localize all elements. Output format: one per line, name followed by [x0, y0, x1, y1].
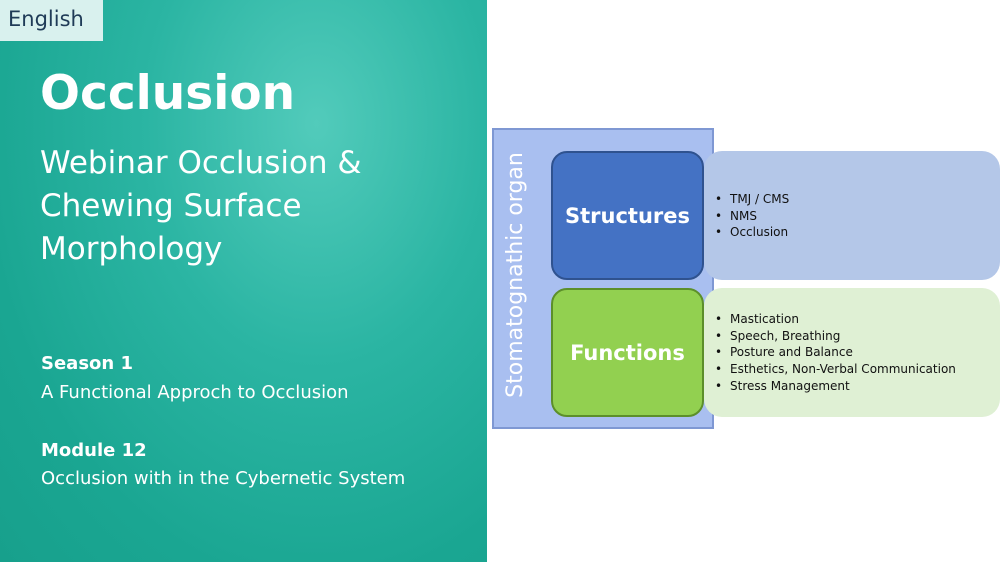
functions-list: Mastication Speech, Breathing Posture an… [704, 311, 1000, 395]
list-item: Stress Management [715, 378, 1000, 395]
structures-label: Structures [564, 203, 690, 228]
functions-box: Functions [551, 288, 704, 417]
list-item: Esthetics, Non-Verbal Communication [715, 361, 1000, 378]
stomatognathic-organ-label: Stomatognathic organ [503, 152, 528, 398]
season-description: A Functional Approch to Occlusion [41, 382, 349, 403]
structures-box: Structures [551, 151, 704, 280]
module-heading: Module 12 [41, 440, 147, 461]
language-badge[interactable]: English [0, 0, 103, 41]
title-panel [0, 0, 487, 562]
list-item: NMS [715, 208, 1000, 225]
list-item: TMJ / CMS [715, 191, 1000, 208]
page-title: Occlusion [40, 66, 296, 121]
list-item: Posture and Balance [715, 344, 1000, 361]
functions-label: Functions [570, 340, 685, 365]
structures-detail-panel: TMJ / CMS NMS Occlusion [704, 151, 1000, 280]
module-description: Occlusion with in the Cybernetic System [41, 468, 406, 489]
structures-list: TMJ / CMS NMS Occlusion [704, 191, 1000, 241]
functions-detail-panel: Mastication Speech, Breathing Posture an… [704, 288, 1000, 417]
list-item: Occlusion [715, 224, 1000, 241]
list-item: Mastication [715, 311, 1000, 328]
page-subtitle: Webinar Occlusion & Chewing Surface Morp… [40, 145, 362, 267]
season-heading: Season 1 [41, 353, 134, 374]
list-item: Speech, Breathing [715, 328, 1000, 345]
